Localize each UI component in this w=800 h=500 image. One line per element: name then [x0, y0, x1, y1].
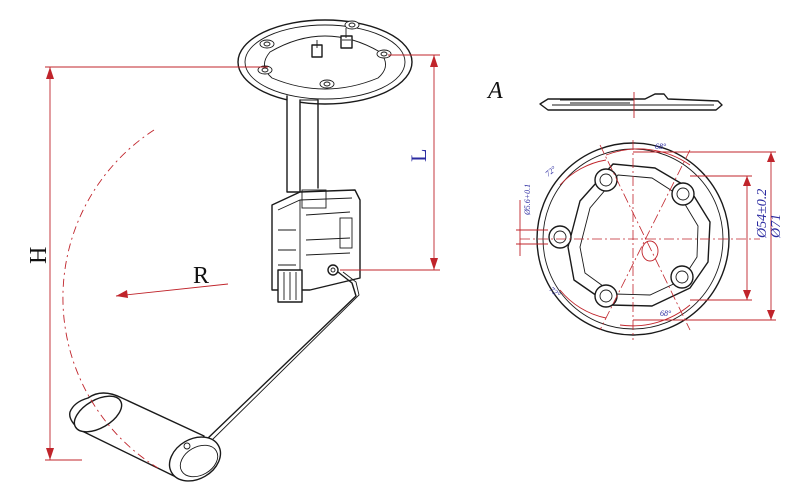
float — [69, 392, 222, 482]
float-arm — [205, 271, 360, 443]
dia71-label: Ø71 — [769, 214, 784, 239]
view-label: A — [486, 78, 503, 104]
flange-front-view: Ø54±0.2 Ø71 Ø5.6+0.1 72° 68° 72° 68° — [516, 140, 784, 340]
length-label: L — [406, 149, 431, 162]
bolt-holes — [548, 168, 695, 308]
radius-label: R — [193, 263, 209, 289]
angle-top-right: 68° — [655, 142, 667, 151]
height-label: H — [26, 247, 52, 264]
sender-assembly — [69, 19, 413, 482]
angle-top-left: 72° — [543, 164, 558, 179]
mounting-flange — [237, 19, 413, 105]
flange-side-profile — [539, 92, 723, 118]
view-a: A — [486, 78, 784, 340]
hole-dia-label: Ø5.6+0.1 — [523, 184, 532, 216]
dimension-labels: H L R — [26, 149, 431, 289]
dimension-lines — [45, 54, 440, 469]
angle-bottom-right: 68° — [660, 309, 672, 318]
sensor-housing — [271, 189, 361, 303]
support-tube — [286, 95, 319, 193]
dia54-label: Ø54±0.2 — [755, 189, 770, 239]
